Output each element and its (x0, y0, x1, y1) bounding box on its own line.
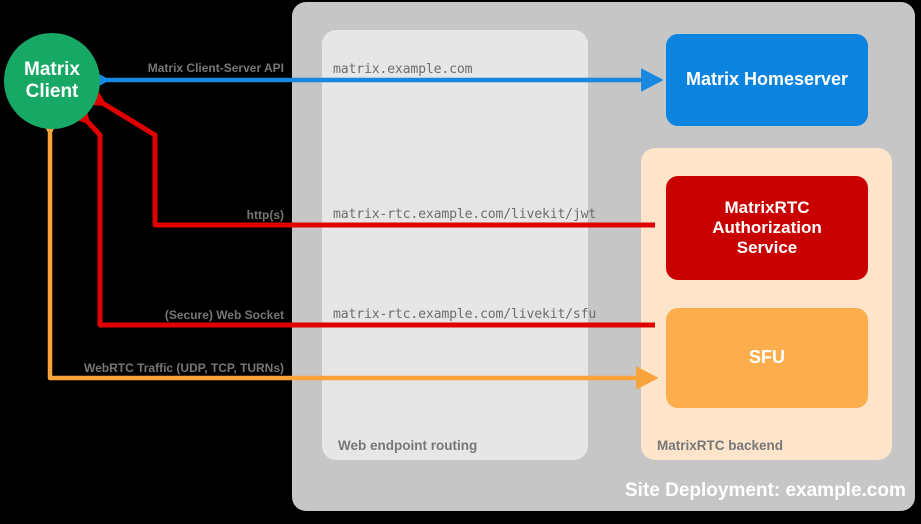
connector-webrtc-media (38, 114, 659, 390)
endpoint-label-livekit-sfu: matrix-rtc.example.com/livekit/sfu (333, 307, 597, 322)
sfu-box[interactable] (666, 308, 868, 408)
matrix-client-circle[interactable] (4, 33, 100, 129)
connection-label-webrtc: WebRTC Traffic (UDP, TCP, TURNs) (83, 361, 284, 375)
connector-sfu-websocket (64, 97, 655, 328)
endpoint-label-livekit-jwt: matrix-rtc.example.com/livekit/jwt (333, 207, 597, 222)
connection-label-client-server-api: Matrix Client-Server API (147, 61, 284, 75)
connector-jwt-https (79, 81, 655, 228)
connection-label-websocket: (Secure) Web Socket (164, 308, 284, 322)
connection-label-http: http(s) (246, 208, 284, 222)
web-endpoint-routing-caption: Web endpoint routing (338, 438, 478, 453)
matrixrtc-backend-caption: MatrixRTC backend (657, 438, 784, 453)
matrix-homeserver-box[interactable] (666, 34, 868, 126)
site-deployment-caption: Site Deployment: example.com (625, 480, 906, 501)
matrixrtc-authorization-service-box[interactable] (666, 176, 868, 280)
endpoint-label-matrix: matrix.example.com (333, 62, 473, 77)
